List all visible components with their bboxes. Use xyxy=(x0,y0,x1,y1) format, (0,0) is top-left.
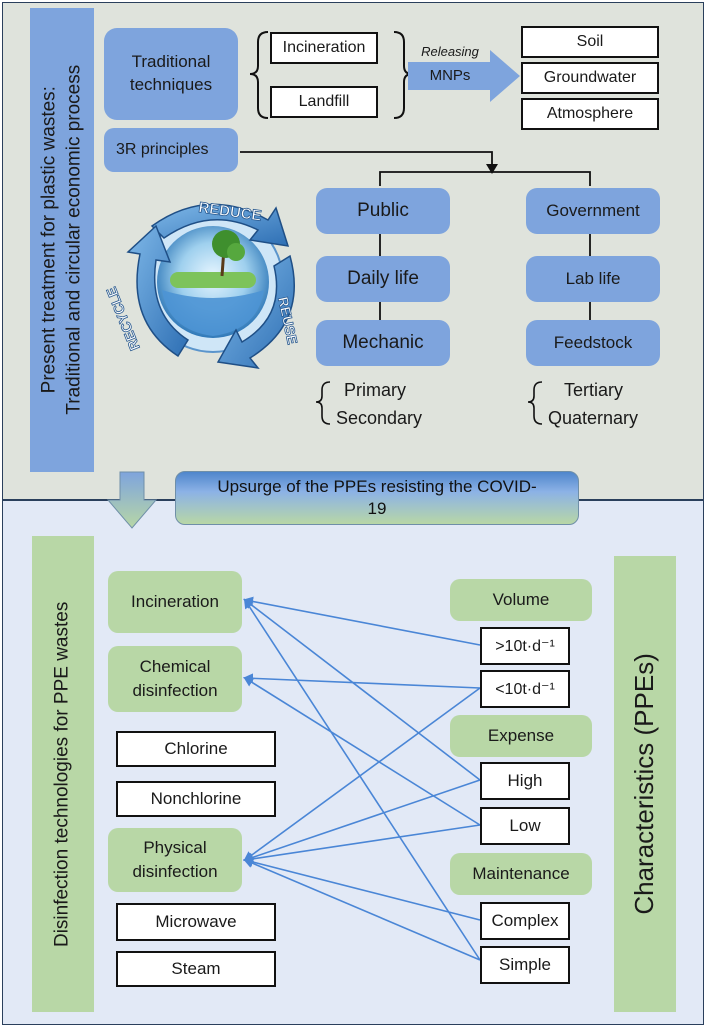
primary-label: Primary xyxy=(344,380,406,400)
arrow-low-chemical xyxy=(243,676,481,826)
arrow-low-physical xyxy=(243,824,481,864)
traditional-left-brace xyxy=(249,31,269,119)
top-connector-lines xyxy=(240,31,591,425)
volume-low-box: <10t·d⁻¹ xyxy=(480,670,570,708)
arrow-high-physical xyxy=(243,779,481,863)
soil-label: Soil xyxy=(576,33,604,50)
mechanic-box: Mechanic xyxy=(316,320,450,366)
principles-box: 3R principles xyxy=(104,128,238,172)
globe-tree-crown-2 xyxy=(227,243,245,261)
arrow-vol-high-incineration xyxy=(243,596,481,646)
public-box: Public xyxy=(316,188,450,234)
tertiary-brace xyxy=(527,381,543,425)
nonchlorine-box: Nonchlorine xyxy=(116,781,276,817)
daily-life-label: Daily life xyxy=(347,268,419,289)
chemical-disinfection-box: Chemical disinfection xyxy=(108,646,242,712)
arrow-vol-low-physical xyxy=(243,687,481,862)
quaternary-label: Quaternary xyxy=(548,408,639,428)
volume-label: Volume xyxy=(492,590,550,609)
present-treatment-sidebar: Present treatment for plastic wastes: Tr… xyxy=(30,8,94,472)
government-label: Government xyxy=(546,201,640,220)
expense-label: Expense xyxy=(487,726,555,745)
feedstock-label: Feedstock xyxy=(553,333,633,352)
chlorine-label: Chlorine xyxy=(164,739,228,758)
covid-banner-text: Upsurge of the PPEs resisting the COVID-… xyxy=(217,476,537,518)
arrow-complex-physical xyxy=(243,857,481,921)
top-incineration-label: Incineration xyxy=(282,39,366,56)
groundwater-label: Groundwater xyxy=(543,69,637,86)
expense-high-label: High xyxy=(507,771,543,790)
maintenance-simple-label: Simple xyxy=(499,955,551,974)
mechanic-label: Mechanic xyxy=(342,332,424,353)
arrow-simple-incineration xyxy=(243,598,481,961)
daily-life-box: Daily life xyxy=(316,256,450,302)
maintenance-complex-label: Complex xyxy=(491,911,559,930)
chlorine-box: Chlorine xyxy=(116,731,276,767)
physical-disinfection-label: Physical disinfection xyxy=(132,838,218,881)
transition-arrow xyxy=(106,471,158,529)
expense-high-box: High xyxy=(480,762,570,800)
chemical-disinfection-label: Chemical disinfection xyxy=(132,657,218,700)
feedstock-box: Feedstock xyxy=(526,320,660,366)
expense-low-box: Low xyxy=(480,807,570,845)
public-government-branch xyxy=(379,171,591,186)
disinfection-sidebar: Disinfection technologies for PPE wastes xyxy=(32,536,94,1012)
physical-disinfection-box: Physical disinfection xyxy=(108,828,242,892)
arrow-simple-physical xyxy=(243,858,481,961)
maintenance-simple-box: Simple xyxy=(480,946,570,984)
recycling-3r-icon: REDUCE REUSE RECYCLE xyxy=(102,199,301,370)
recycle-arrow-shape xyxy=(126,224,190,358)
releasing-label: Releasing xyxy=(421,44,479,59)
reuse-arrow-shape xyxy=(216,254,295,370)
groundwater-box: Groundwater xyxy=(521,62,659,94)
maintenance-label: Maintenance xyxy=(472,864,570,883)
secondary-label: Secondary xyxy=(336,408,423,428)
lab-life-label: Lab life xyxy=(565,269,621,288)
volume-low-label: <10t·d⁻¹ xyxy=(495,681,555,698)
atmosphere-box: Atmosphere xyxy=(521,98,659,130)
traditional-techniques-box: Traditional techniques xyxy=(104,28,238,120)
globe-grass xyxy=(170,272,256,288)
volume-high-box: >10t·d⁻¹ xyxy=(480,627,570,665)
expense-low-label: Low xyxy=(509,816,541,835)
mnps-arrow xyxy=(408,50,520,102)
arrow-vol-low-chemical xyxy=(243,673,481,689)
steam-label: Steam xyxy=(171,959,221,978)
atmosphere-label: Atmosphere xyxy=(546,105,634,122)
principles-arrowhead xyxy=(486,164,498,174)
globe-water xyxy=(162,290,264,336)
tertiary-label: Tertiary xyxy=(564,380,624,400)
mnps-label: MNPs xyxy=(429,67,471,84)
maintenance-header: Maintenance xyxy=(450,853,592,895)
principles-label: 3R principles xyxy=(116,141,209,158)
soil-box: Soil xyxy=(521,26,659,58)
primary-brace xyxy=(315,381,331,425)
volume-header: Volume xyxy=(450,579,592,621)
microwave-label: Microwave xyxy=(155,912,237,931)
steam-box: Steam xyxy=(116,951,276,987)
landfill-label: Landfill xyxy=(298,93,350,110)
incineration-method-box: Incineration xyxy=(108,571,242,633)
traditional-techniques-label: Traditional techniques xyxy=(129,52,213,94)
top-incineration-box: Incineration xyxy=(270,32,378,64)
landfill-box: Landfill xyxy=(270,86,378,118)
arrow-high-incineration xyxy=(243,598,481,781)
nonchlorine-label: Nonchlorine xyxy=(150,789,242,808)
reduce-arrow-shape xyxy=(150,203,290,247)
principles-connector xyxy=(240,151,493,168)
characteristics-sidebar: Characteristics (PPEs) xyxy=(614,556,676,1012)
covid-banner: Upsurge of the PPEs resisting the COVID-… xyxy=(175,471,579,525)
microwave-box: Microwave xyxy=(116,903,276,941)
government-box: Government xyxy=(526,188,660,234)
volume-high-label: >10t·d⁻¹ xyxy=(495,638,555,655)
lab-life-box: Lab life xyxy=(526,256,660,302)
expense-header: Expense xyxy=(450,715,592,757)
public-label: Public xyxy=(357,200,409,221)
incineration-method-label: Incineration xyxy=(131,592,219,611)
maintenance-complex-box: Complex xyxy=(480,902,570,940)
